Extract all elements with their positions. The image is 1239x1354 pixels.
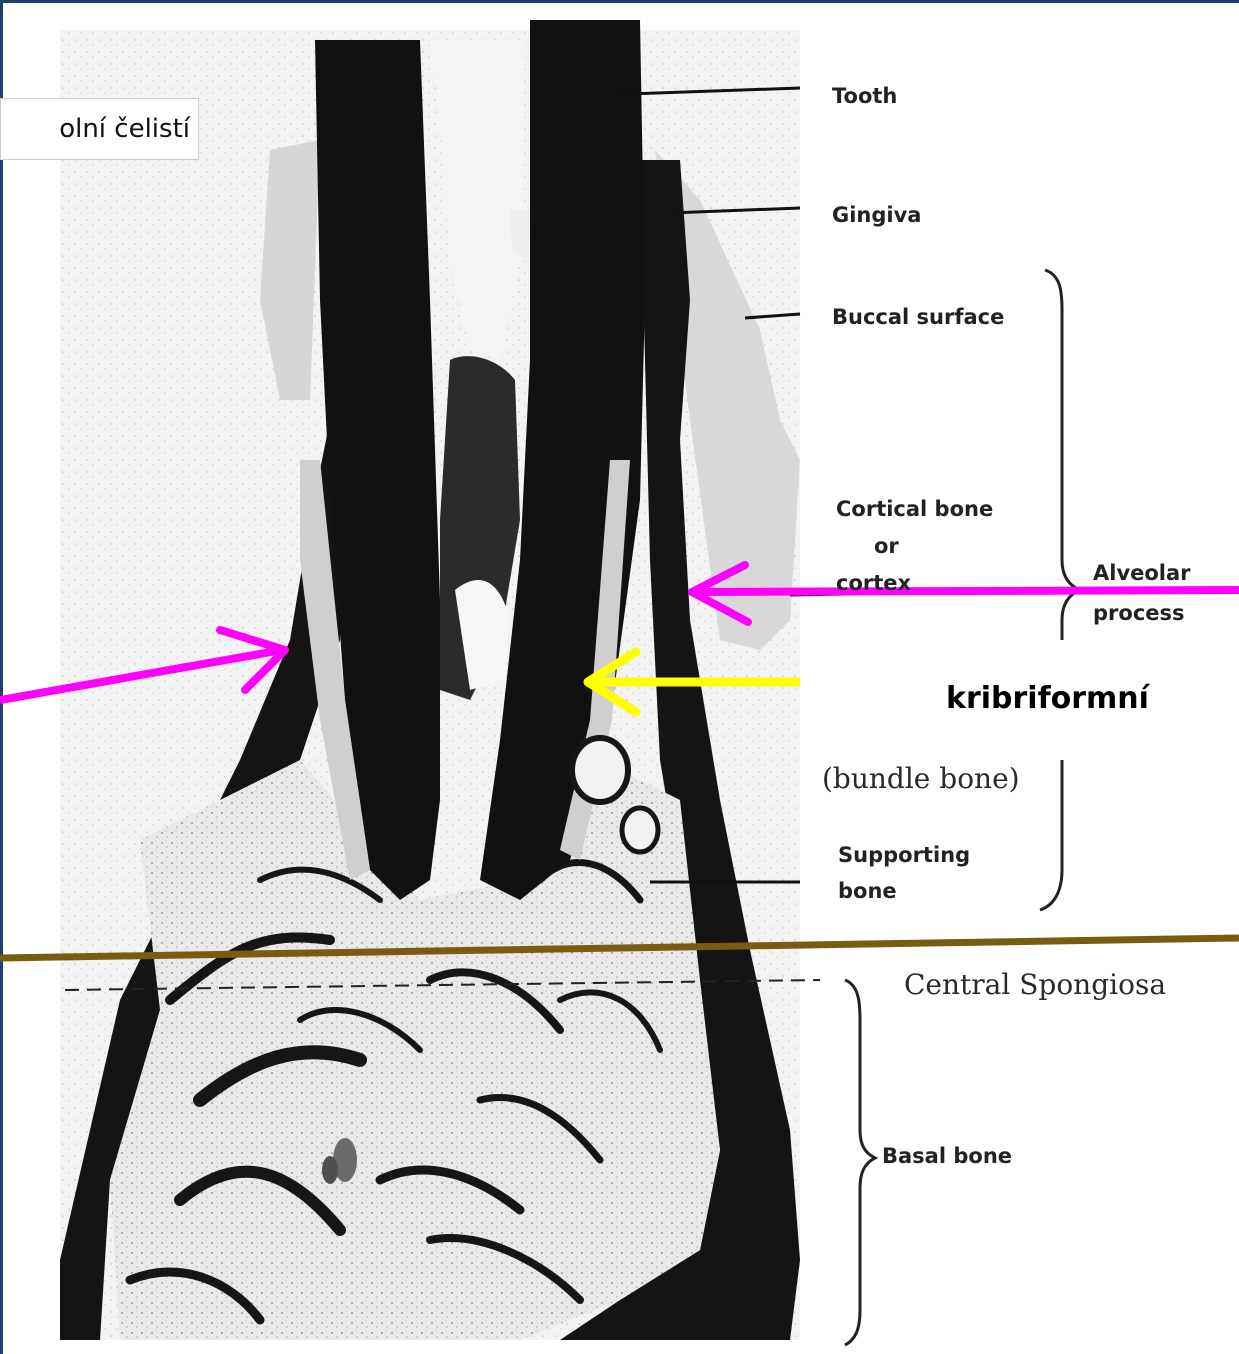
- braces: [845, 270, 1080, 1345]
- callout-box: olní čelistí: [0, 98, 199, 160]
- label-cortex: cortex: [836, 571, 912, 595]
- brace-basal: [845, 980, 875, 1345]
- label-gingiva: Gingiva: [832, 203, 921, 227]
- label-kribriformni: kribriformní: [946, 681, 1151, 716]
- label-supporting: Supporting: [838, 843, 970, 867]
- brace-alveolar-lower: [1040, 760, 1062, 910]
- label-buccal-surface: Buccal surface: [832, 305, 1004, 329]
- label-tooth: Tooth: [832, 84, 897, 108]
- label-supporting-bone: bone: [838, 879, 897, 903]
- brace-alveolar: [1045, 270, 1080, 640]
- label-cortical-bone: Cortical bone: [836, 497, 993, 521]
- label-alveolar: Alveolar: [1093, 561, 1191, 585]
- label-process: process: [1093, 601, 1185, 625]
- callout-text: olní čelistí: [59, 99, 190, 159]
- label-cortical-or: or: [874, 534, 899, 558]
- label-basal-bone: Basal bone: [882, 1144, 1012, 1168]
- label-bundle-bone: (bundle bone): [822, 762, 1020, 795]
- label-central-spongiosa: Central Spongiosa: [904, 968, 1166, 1001]
